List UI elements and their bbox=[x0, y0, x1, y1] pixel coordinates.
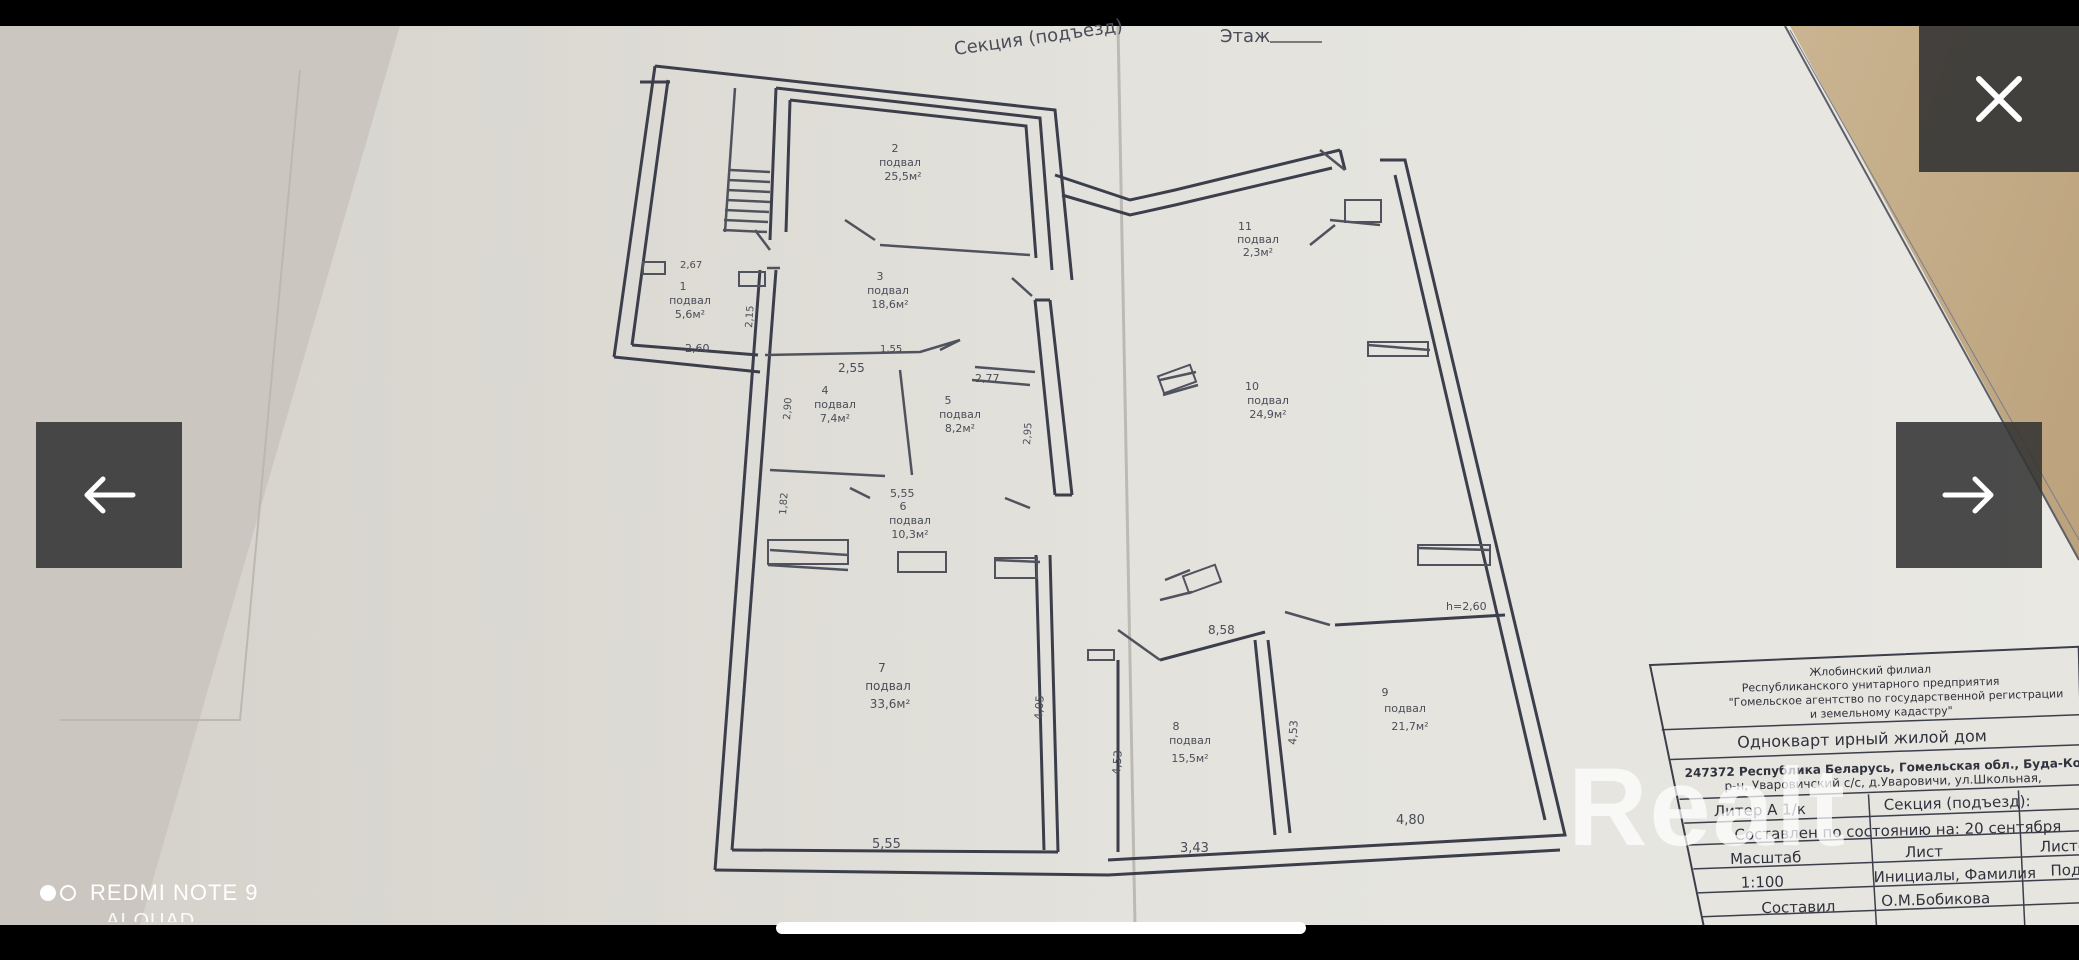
next-photo-button[interactable] bbox=[1896, 422, 2042, 568]
dim-267: 2,67 bbox=[680, 260, 702, 271]
room-7-num: 7 bbox=[878, 661, 886, 675]
room-3-area: 18,6м² bbox=[871, 298, 908, 311]
room-10-area: 24,9м² bbox=[1249, 408, 1286, 421]
room-5-num: 5 bbox=[945, 394, 952, 407]
camera-watermark: REDMI NOTE 9 AI QUAD CAMERA bbox=[40, 880, 259, 922]
camera-model-label: AI QUAD CAMERA bbox=[106, 910, 196, 922]
dim-215: 2,15 bbox=[744, 305, 757, 328]
dim-343: 3,43 bbox=[1180, 841, 1209, 856]
dimension-labels: 2,55 1,55 2,77 2,90 2,95 5,55 1,82 5,55 … bbox=[680, 260, 1487, 856]
room-2-num: 2 bbox=[892, 142, 899, 155]
dim-480: 4,80 bbox=[1396, 813, 1425, 828]
room-11-name: подвал bbox=[1237, 233, 1279, 246]
room-10-name: подвал bbox=[1247, 394, 1289, 407]
room-3-num: 3 bbox=[877, 270, 884, 283]
room-11-area: 2,3м² bbox=[1243, 246, 1273, 259]
room-6-area: 10,3м² bbox=[891, 528, 928, 541]
stamp-composer: О.М.Бобикова bbox=[1881, 889, 1990, 910]
stamp-col-sheet: Лист bbox=[1905, 842, 1944, 861]
dim-453b: 4,53 bbox=[1286, 720, 1301, 745]
room-labels: 1 подвал 5,6м² 2 подвал 25,5м² 3 подвал … bbox=[669, 142, 1429, 765]
dim-277: 2,77 bbox=[975, 372, 1000, 385]
room-7-name: подвал bbox=[865, 679, 911, 693]
room-8-area: 15,5м² bbox=[1171, 752, 1208, 765]
stamp-scale-value: 1:100 bbox=[1740, 873, 1784, 892]
title-block: Жлобинский филиал Республиканского унита… bbox=[1648, 645, 2079, 945]
room-6-name: подвал bbox=[889, 514, 931, 527]
room-2-name: подвал bbox=[879, 156, 921, 169]
dim-405: 4,05 bbox=[1032, 695, 1047, 720]
stamp-org-1: Жлобинский филиал bbox=[1809, 663, 1931, 679]
stamp-org-4: и земельному кадастру" bbox=[1810, 704, 1953, 721]
camera-lens-icon bbox=[40, 885, 76, 901]
close-icon bbox=[1976, 76, 2022, 122]
room-6-num: 6 bbox=[900, 500, 907, 513]
stamp-col-sheets: Листов bbox=[2040, 836, 2079, 855]
room-2-area: 25,5м² bbox=[884, 170, 921, 183]
room-3-name: подвал bbox=[867, 284, 909, 297]
close-viewer-button[interactable] bbox=[1919, 26, 2079, 172]
dim-182: 1,82 bbox=[778, 492, 791, 515]
room-5-name: подвал bbox=[939, 408, 981, 421]
room-8-name: подвал bbox=[1169, 734, 1211, 747]
dim-453a: 4,53 bbox=[1110, 750, 1125, 775]
room-1-area: 5,6м² bbox=[675, 308, 705, 321]
room-9-area: 21,7м² bbox=[1391, 720, 1428, 733]
room-1-num: 1 bbox=[680, 280, 687, 293]
room-1-name: подвал bbox=[669, 294, 711, 307]
room-8-num: 8 bbox=[1173, 720, 1180, 733]
room-4-num: 4 bbox=[822, 384, 829, 397]
room-7-area: 33,6м² bbox=[870, 697, 911, 711]
plan-header-floor: Этаж bbox=[1220, 26, 1270, 47]
stamp-liter: Литер А 1/к bbox=[1714, 800, 1806, 820]
previous-photo-button[interactable] bbox=[36, 422, 182, 568]
stamp-col-sign: Подп bbox=[2050, 861, 2079, 880]
dim-255: 2,55 bbox=[838, 361, 865, 375]
room-4-area: 7,4м² bbox=[820, 412, 850, 425]
room-9-name: подвал bbox=[1384, 702, 1426, 715]
room-11-num: 11 bbox=[1238, 220, 1252, 233]
room-10-num: 10 bbox=[1245, 380, 1259, 393]
room-9-num: 9 bbox=[1382, 686, 1389, 699]
plan-walls bbox=[612, 64, 1567, 877]
home-indicator[interactable] bbox=[776, 922, 1306, 934]
stamp-composed: Составил bbox=[1761, 897, 1835, 917]
dim-290: 2,90 bbox=[782, 397, 795, 420]
dim-858: 8,58 bbox=[1208, 623, 1235, 637]
stamp-col-scale: Масштаб bbox=[1730, 848, 1802, 868]
arrow-right-icon bbox=[1942, 476, 1994, 514]
realt-watermark: Realt bbox=[1568, 746, 1847, 869]
dim-555b: 5,55 bbox=[872, 837, 901, 852]
arrow-left-icon bbox=[84, 476, 136, 514]
dim-h260: h=2,60 bbox=[1446, 600, 1487, 613]
dim-555a: 5,55 bbox=[890, 487, 915, 500]
room-5-area: 8,2м² bbox=[945, 422, 975, 435]
stamp-initials-label: Инициалы, Фамилия bbox=[1873, 864, 2036, 886]
camera-device-label: REDMI NOTE 9 bbox=[90, 880, 259, 905]
room-4-name: подвал bbox=[814, 398, 856, 411]
dim-260: 2,60 bbox=[685, 342, 710, 355]
stamp-section: Секция (подъезд): bbox=[1884, 792, 2031, 814]
dim-155: 1,55 bbox=[880, 344, 902, 355]
dim-295: 2,95 bbox=[1022, 422, 1035, 445]
